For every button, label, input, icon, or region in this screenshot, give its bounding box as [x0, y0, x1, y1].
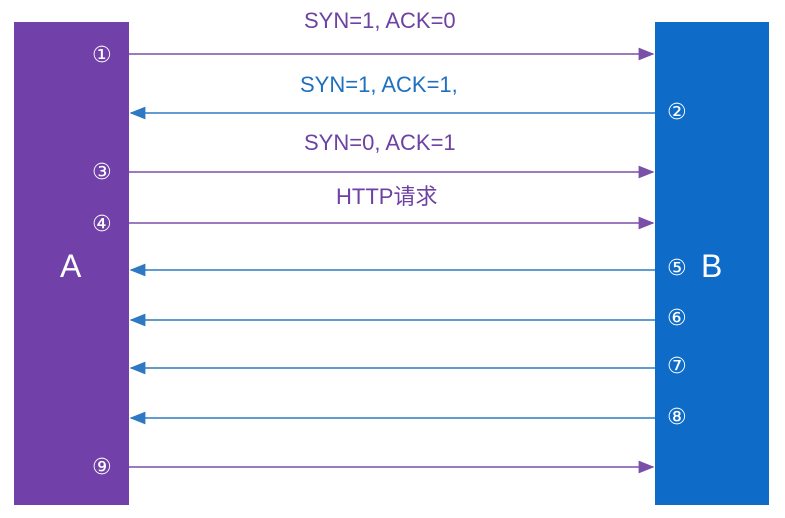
- step-number-1: ①: [92, 42, 112, 67]
- label-ack: SYN=0, ACK=1: [304, 130, 456, 155]
- step-number-8: ⑧: [667, 404, 687, 429]
- step-number-4: ④: [92, 211, 112, 236]
- host-a-bar: [14, 22, 129, 505]
- label-syn: SYN=1, ACK=0: [304, 8, 456, 33]
- host-a-label: A: [60, 248, 82, 284]
- host-b-label: B: [701, 248, 723, 284]
- step-number-5: ⑤: [667, 255, 687, 280]
- step-number-9: ⑨: [92, 454, 112, 479]
- step-number-7: ⑦: [667, 353, 687, 378]
- step-number-3: ③: [92, 159, 112, 184]
- label-http-request: HTTP请求: [336, 184, 438, 209]
- step-number-6: ⑥: [667, 305, 687, 330]
- label-syn-ack: SYN=1, ACK=1,: [300, 72, 458, 97]
- step-number-2: ②: [667, 99, 687, 124]
- host-b-bar: [655, 22, 769, 505]
